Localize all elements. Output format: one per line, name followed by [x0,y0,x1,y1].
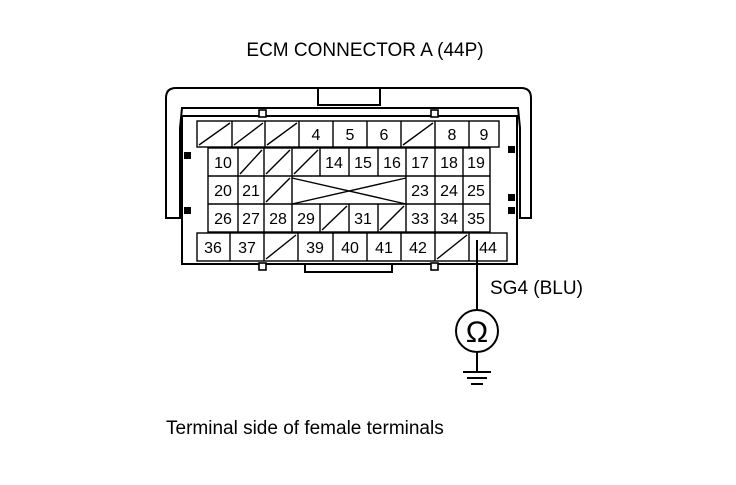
pin-label: 44 [479,240,497,257]
ground-icon [463,371,491,385]
ohmmeter-circuit: Ω [455,240,499,385]
pin-label: 15 [354,155,372,172]
pin-label: 18 [440,155,458,172]
pin-label: 37 [238,240,256,257]
pin-label: 25 [467,183,485,200]
pin-grid [196,120,508,262]
wire-label: SG4 (BLU) [490,278,583,299]
pin-label: 28 [269,211,287,228]
pin-label: 17 [411,155,429,172]
pin-labels: 4 5 6 8 9 10 14 15 16 17 18 19 20 21 23 … [204,127,497,257]
pin-label: 27 [242,211,260,228]
pin-label: 40 [341,240,359,257]
pin-label: 41 [375,240,393,257]
pin-label: 14 [325,155,343,172]
diagram-title: ECM CONNECTOR A (44P) [246,40,483,61]
pin-label: 6 [380,127,389,144]
ohm-symbol: Ω [466,316,488,349]
pin-label: 33 [411,211,429,228]
pin-label: 5 [346,127,355,144]
pin-label: 23 [411,183,429,200]
pin-label: 20 [214,183,232,200]
pin-label: 35 [467,211,485,228]
pin-label: 26 [214,211,232,228]
pin-label: 10 [214,155,232,172]
pin-label: 34 [440,211,458,228]
pin-label: 42 [409,240,427,257]
pin-label: 39 [306,240,324,257]
pin-label: 36 [204,240,222,257]
pin-label: 21 [242,183,260,200]
pin-label: 29 [297,211,315,228]
diagram-caption: Terminal side of female terminals [166,418,444,439]
pin-label: 24 [440,183,458,200]
connector-housing [165,87,532,273]
pin-label: 4 [312,127,321,144]
pin-label: 8 [448,127,457,144]
pin-label: 16 [383,155,401,172]
pin-label: 31 [354,211,372,228]
pin-label: 9 [480,127,489,144]
pin-label: 19 [467,155,485,172]
